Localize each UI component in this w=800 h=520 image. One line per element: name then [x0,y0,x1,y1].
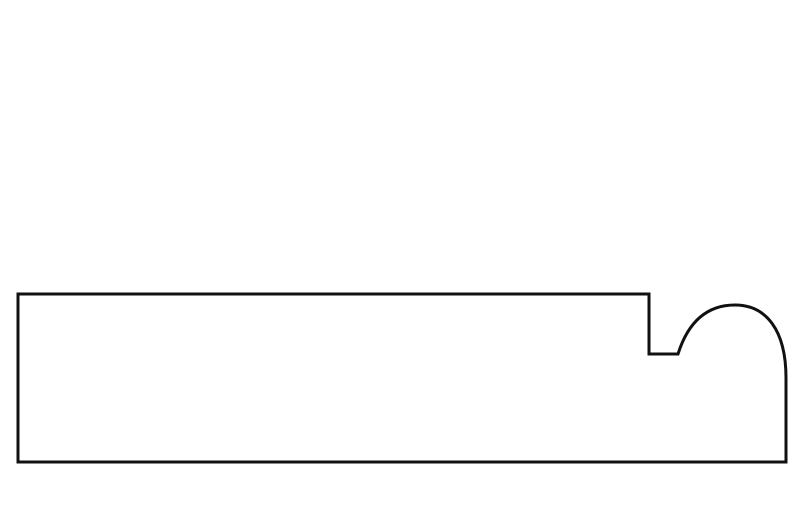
profile-outline [16,292,788,464]
